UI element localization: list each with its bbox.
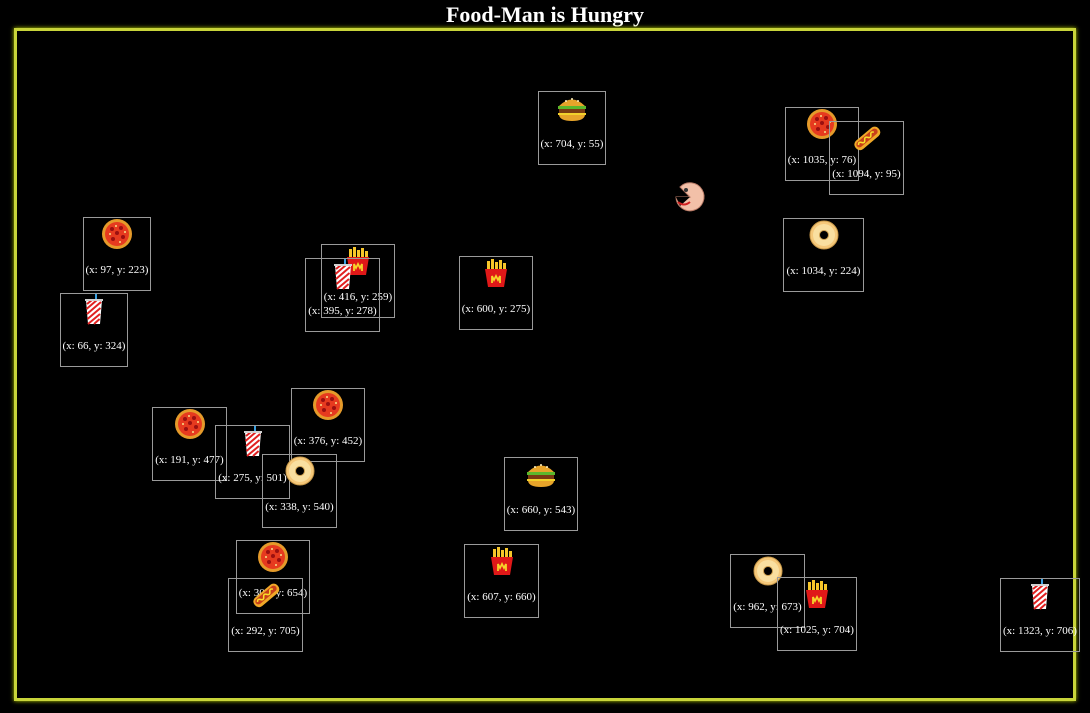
- food-item-soda: (x: 66, y: 324): [60, 293, 128, 367]
- donut-icon: [284, 455, 316, 487]
- coord-label: (x: 191, y: 477): [155, 454, 224, 466]
- food-item-burger: (x: 704, y: 55): [538, 91, 606, 165]
- food-item-fries: (x: 416, y: 259): [321, 244, 395, 318]
- soda-icon: [78, 294, 110, 326]
- food-item-fries: (x: 1025, y: 704): [777, 577, 857, 651]
- coord-label: (x: 395, y: 278): [308, 305, 377, 317]
- hotdog-icon: [250, 579, 282, 611]
- coord-label: (x: 376, y: 452): [293, 435, 363, 447]
- food-item-pizza: (x: 300, y: 654): [236, 540, 310, 614]
- coord-label: (x: 1034, y: 224): [786, 265, 861, 277]
- coord-label: (x: 292, y: 705): [231, 625, 300, 637]
- food-item-pizza: (x: 97, y: 223): [83, 217, 151, 291]
- food-item-soda: (x: 275, y: 501): [215, 425, 290, 499]
- donut-icon: [808, 219, 840, 251]
- coord-label: (x: 660, y: 543): [506, 504, 576, 516]
- pizza-icon: [101, 218, 133, 250]
- coord-label: (x: 1025, y: 704): [780, 624, 854, 636]
- pizza-icon: [257, 541, 289, 573]
- food-item-pizza: (x: 191, y: 477): [152, 407, 227, 481]
- coord-label: (x: 66, y: 324): [62, 340, 126, 352]
- food-item-hotdog: (x: 1094, y: 95): [829, 121, 904, 195]
- hotdog-icon: [851, 122, 883, 154]
- coord-label: (x: 704, y: 55): [540, 138, 604, 150]
- pacman-icon: [675, 182, 705, 212]
- burger-icon: [525, 458, 557, 490]
- food-item-soda: (x: 395, y: 278): [305, 258, 380, 332]
- fries-icon: [486, 545, 518, 577]
- page-title: Food-Man is Hungry: [445, 2, 645, 27]
- burger-icon: [556, 92, 588, 124]
- donut-icon: [752, 555, 784, 587]
- coord-label: (x: 1323, y: 706): [1003, 625, 1077, 637]
- coord-label: (x: 1035, y: 76): [787, 154, 857, 166]
- food-item-fries: (x: 600, y: 275): [459, 256, 533, 330]
- coord-label: (x: 338, y: 540): [265, 501, 334, 513]
- food-item-burger: (x: 660, y: 543): [504, 457, 578, 531]
- soda-icon: [327, 259, 359, 291]
- food-item-pizza: (x: 376, y: 452): [291, 388, 365, 462]
- coord-label: (x: 275, y: 501): [218, 472, 287, 484]
- food-item-donut: (x: 962, y: 673): [730, 554, 805, 628]
- food-item-soda: (x: 1323, y: 706): [1000, 578, 1080, 652]
- food-item-fries: (x: 607, y: 660): [464, 544, 539, 618]
- game-arena[interactable]: [14, 28, 1076, 701]
- pizza-icon: [174, 408, 206, 440]
- coord-label: (x: 1094, y: 95): [832, 168, 901, 180]
- soda-icon: [1024, 579, 1056, 611]
- fries-icon: [342, 245, 374, 277]
- coord-label: (x: 97, y: 223): [85, 264, 149, 276]
- food-item-donut: (x: 1034, y: 224): [783, 218, 864, 292]
- food-item-donut: (x: 338, y: 540): [262, 454, 337, 528]
- coord-label: (x: 416, y: 259): [323, 291, 393, 303]
- fries-icon: [801, 578, 833, 610]
- pizza-icon: [312, 389, 344, 421]
- coord-label: (x: 607, y: 660): [467, 591, 536, 603]
- food-item-hotdog: (x: 292, y: 705): [228, 578, 303, 652]
- coord-label: (x: 600, y: 275): [461, 303, 531, 315]
- fries-icon: [480, 257, 512, 289]
- soda-icon: [237, 426, 269, 458]
- coord-label: (x: 962, y: 673): [733, 601, 802, 613]
